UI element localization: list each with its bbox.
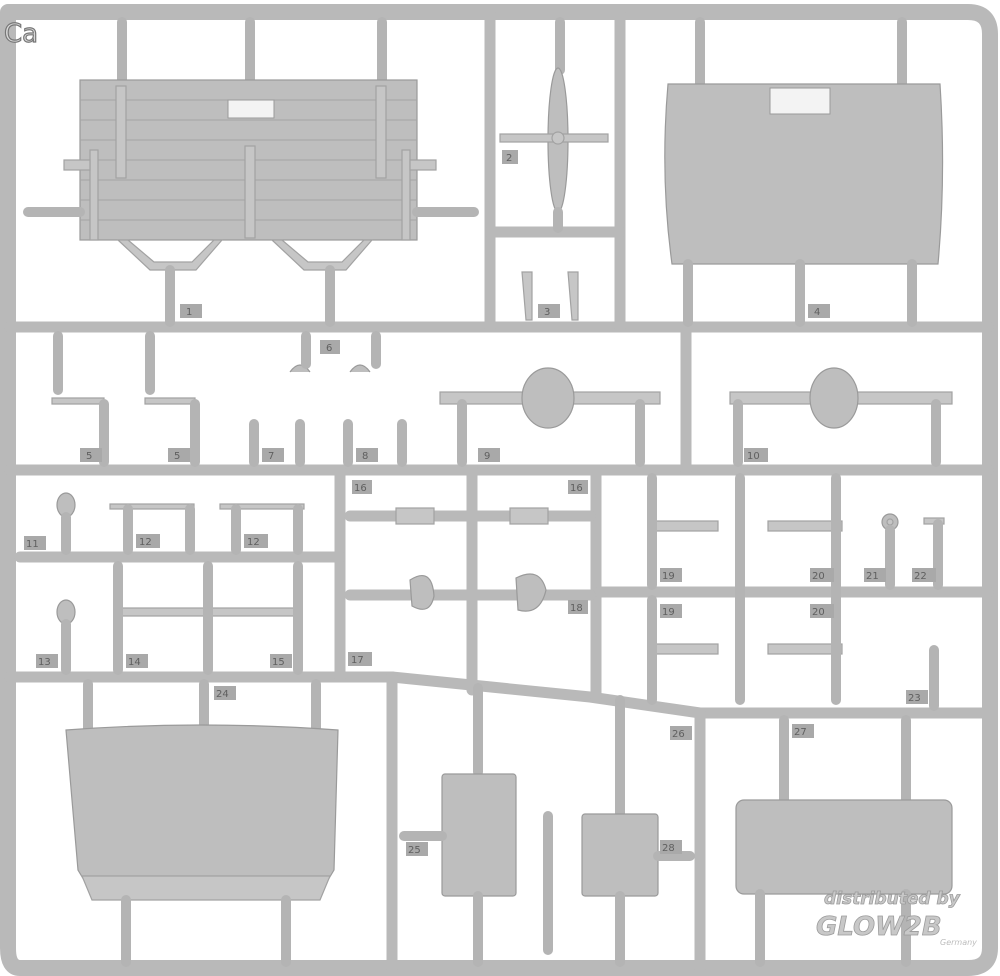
part-number-25: 25 — [408, 845, 421, 856]
part-number-16b: 16 — [570, 483, 583, 494]
part-number-1: 1 — [186, 307, 192, 318]
part-number-10: 10 — [747, 451, 760, 462]
part-number-11: 11 — [26, 539, 39, 550]
part-number-23: 23 — [908, 693, 921, 704]
runner-grid — [4, 8, 994, 974]
part-row-two — [51, 331, 953, 467]
part-levers-3 — [521, 271, 579, 321]
part-number-tags: 1 2 3 4 5 5 6 7 8 9 10 11 12 12 13 14 15… — [24, 150, 936, 856]
watermark-line1: distributed by — [824, 889, 961, 909]
part-number-3: 3 — [544, 307, 550, 318]
part-number-2: 2 — [506, 153, 512, 164]
part-number-27: 27 — [794, 727, 807, 738]
part-number-12a: 12 — [139, 537, 152, 548]
part-number-20a: 20 — [812, 571, 825, 582]
part-number-19a: 19 — [662, 571, 675, 582]
part-number-17: 17 — [351, 655, 364, 666]
part-number-8: 8 — [362, 451, 368, 462]
sprue-frame — [0, 4, 998, 976]
part-number-24: 24 — [216, 689, 229, 700]
part-number-7: 7 — [268, 451, 274, 462]
part-number-15: 15 — [272, 657, 285, 668]
part-number-19b: 19 — [662, 607, 675, 618]
part-cargo-side-panel — [23, 17, 479, 327]
part-number-22: 22 — [914, 571, 927, 582]
watermark-country: Germany — [940, 938, 977, 947]
part-number-5a: 5 — [86, 451, 92, 462]
part-row-three — [56, 473, 945, 711]
part-number-18: 18 — [570, 603, 583, 614]
part-number-26: 26 — [672, 729, 685, 740]
frame-label: Ca — [4, 19, 38, 49]
part-number-16a: 16 — [354, 483, 367, 494]
distributor-watermark: distributed by GLOW2B Germany — [816, 889, 978, 947]
part-metal-panel — [664, 17, 944, 327]
part-bench-seat — [65, 679, 339, 967]
watermark-brand: GLOW2B — [816, 912, 942, 942]
part-number-20b: 20 — [812, 607, 825, 618]
part-number-5b: 5 — [174, 451, 180, 462]
part-number-4: 4 — [814, 307, 820, 318]
part-number-6: 6 — [326, 343, 332, 354]
part-number-9: 9 — [484, 451, 490, 462]
part-number-13: 13 — [38, 657, 51, 668]
part-steering-wheel — [499, 17, 609, 233]
part-number-12b: 12 — [247, 537, 260, 548]
part-number-21: 21 — [866, 571, 879, 582]
part-number-14: 14 — [128, 657, 141, 668]
part-number-28: 28 — [662, 843, 675, 854]
part-lower-panels — [399, 683, 953, 967]
